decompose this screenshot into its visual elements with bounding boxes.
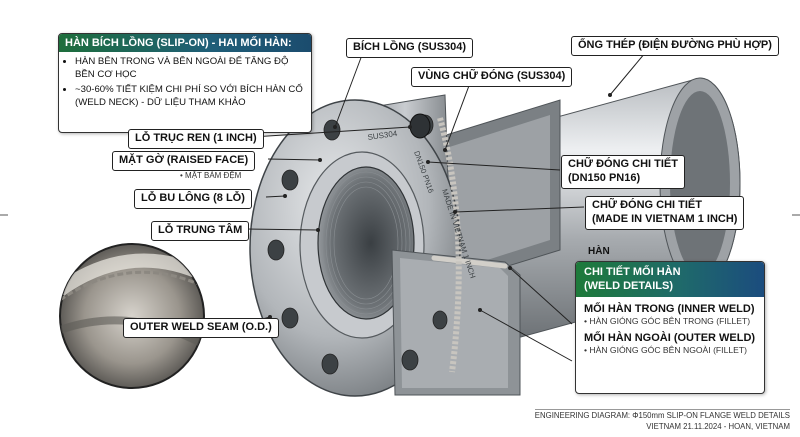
footer-credit: VIETNAM 21.11.2024 - HOAN, VIETNAM [646,422,790,431]
weld-details-header: CHI TIẾT MỐI HÀN (WELD DETAILS) [576,262,764,297]
label-outer-weld-seam: OUTER WELD SEAM (O.D.) [123,318,279,338]
weld-details-box: CHI TIẾT MỐI HÀN (WELD DETAILS) MỐI HÀN … [575,261,765,394]
intro-bullet-1: HÀN BÊN TRONG VÀ BÊN NGOÀI ĐỂ TĂNG ĐỘ BỀ… [75,56,305,82]
inner-weld-bead [431,255,508,269]
label-center-hole: LỖ TRUNG TÂM [151,221,250,241]
label-steel-pipe: ỐNG THÉP (ĐIỆN ĐƯỜNG PHÙ HỢP) [571,36,779,56]
inner-weld-sub: • HÀN GIÓNG GÓC BÊN TRONG (FILLET) [584,315,751,326]
center-bore [317,166,415,320]
label-threaded-hole: LỖ TRỤC REN (1 INCH) [128,129,264,149]
intro-bullet-2: ~30-60% TIẾT KIỆM CHI PHÍ SO VỚI BÍCH HÀ… [75,84,305,110]
intro-bullets: HÀN BÊN TRONG VÀ BÊN NGOÀI ĐỂ TĂNG ĐỘ BỀ… [59,56,311,110]
engraving-material: SUS304 [367,129,398,142]
weld-title-line1: CHI TIẾT MỐI HÀN [584,266,681,278]
weld-title-line2: (WELD DETAILS) [584,280,674,293]
intro-info-box: HÀN BÍCH LỒNG (SLIP-ON) - HAI MỐI HÀN: H… [58,33,312,133]
inner-weld-title: MỐI HÀN TRONG (INNER WELD) [584,302,755,315]
outer-weld-title: MỐI HÀN NGOÀI (OUTER WELD) [584,331,756,344]
intro-title: HÀN BÍCH LỒNG (SLIP-ON) - HAI MỐI HÀN: [59,34,311,52]
outer-weld-bead [437,117,462,373]
footer-caption: ENGINEERING DIAGRAM: Φ150mm SLIP-ON FLAN… [534,409,790,420]
label-stamp-detail-2: CHỮ ĐÓNG CHI TIẾT (MADE IN VIETNAM 1 INC… [585,196,745,230]
label-stamp-zone: VÙNG CHỮ ĐÓNG (SUS304) [411,67,573,87]
label-raised-face: MẶT GỜ (RAISED FACE) [112,151,256,171]
weld-badge: HÀN [588,246,610,257]
label-slip-on-flange: BÍCH LỒNG (SUS304) [346,38,474,58]
label-stamp-detail-1: CHỮ ĐÓNG CHI TIẾT (DN150 PN16) [561,155,685,189]
label-bolt-holes: LỖ BU LÔNG (8 LỖ) [134,189,252,209]
outer-weld-sub: • HÀN GIÓNG GÓC BÊN NGOÀI (FILLET) [584,344,747,355]
threaded-hole [409,113,431,139]
label-raised-face-sub: • MẶT BÁM ĐỆM [180,171,242,180]
